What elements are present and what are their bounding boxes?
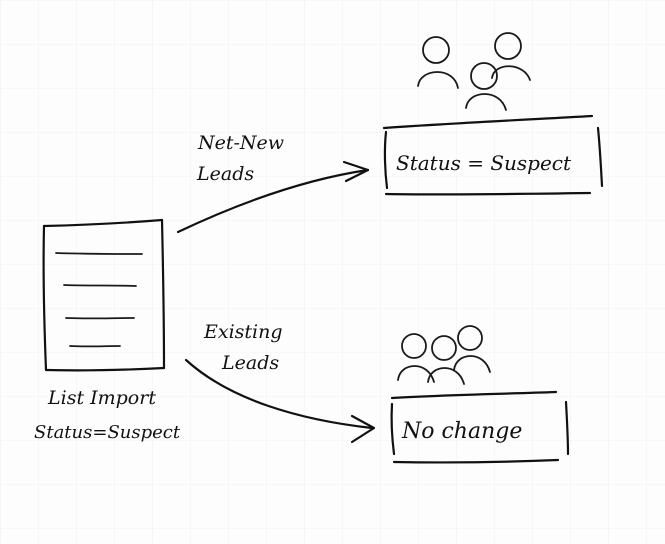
existing-label-line2: Leads xyxy=(221,352,279,374)
net-new-target-box xyxy=(382,114,604,196)
net-new-label-line1: Net-New xyxy=(197,132,284,154)
existing-label-line1: Existing xyxy=(203,321,283,343)
existing-arrow xyxy=(184,358,376,444)
net-new-label-line2: Leads xyxy=(196,163,254,185)
existing-target-box xyxy=(390,390,570,464)
people-group-icon xyxy=(397,325,491,385)
document-icon xyxy=(42,218,166,372)
source-status: Status=Suspect xyxy=(34,422,181,443)
net-new-arrow xyxy=(176,160,370,234)
net-new-target-text: Status = Suspect xyxy=(396,151,572,175)
existing-target-text: No change xyxy=(401,419,522,444)
people-group-icon xyxy=(417,32,531,111)
source-title: List Import xyxy=(47,387,156,409)
